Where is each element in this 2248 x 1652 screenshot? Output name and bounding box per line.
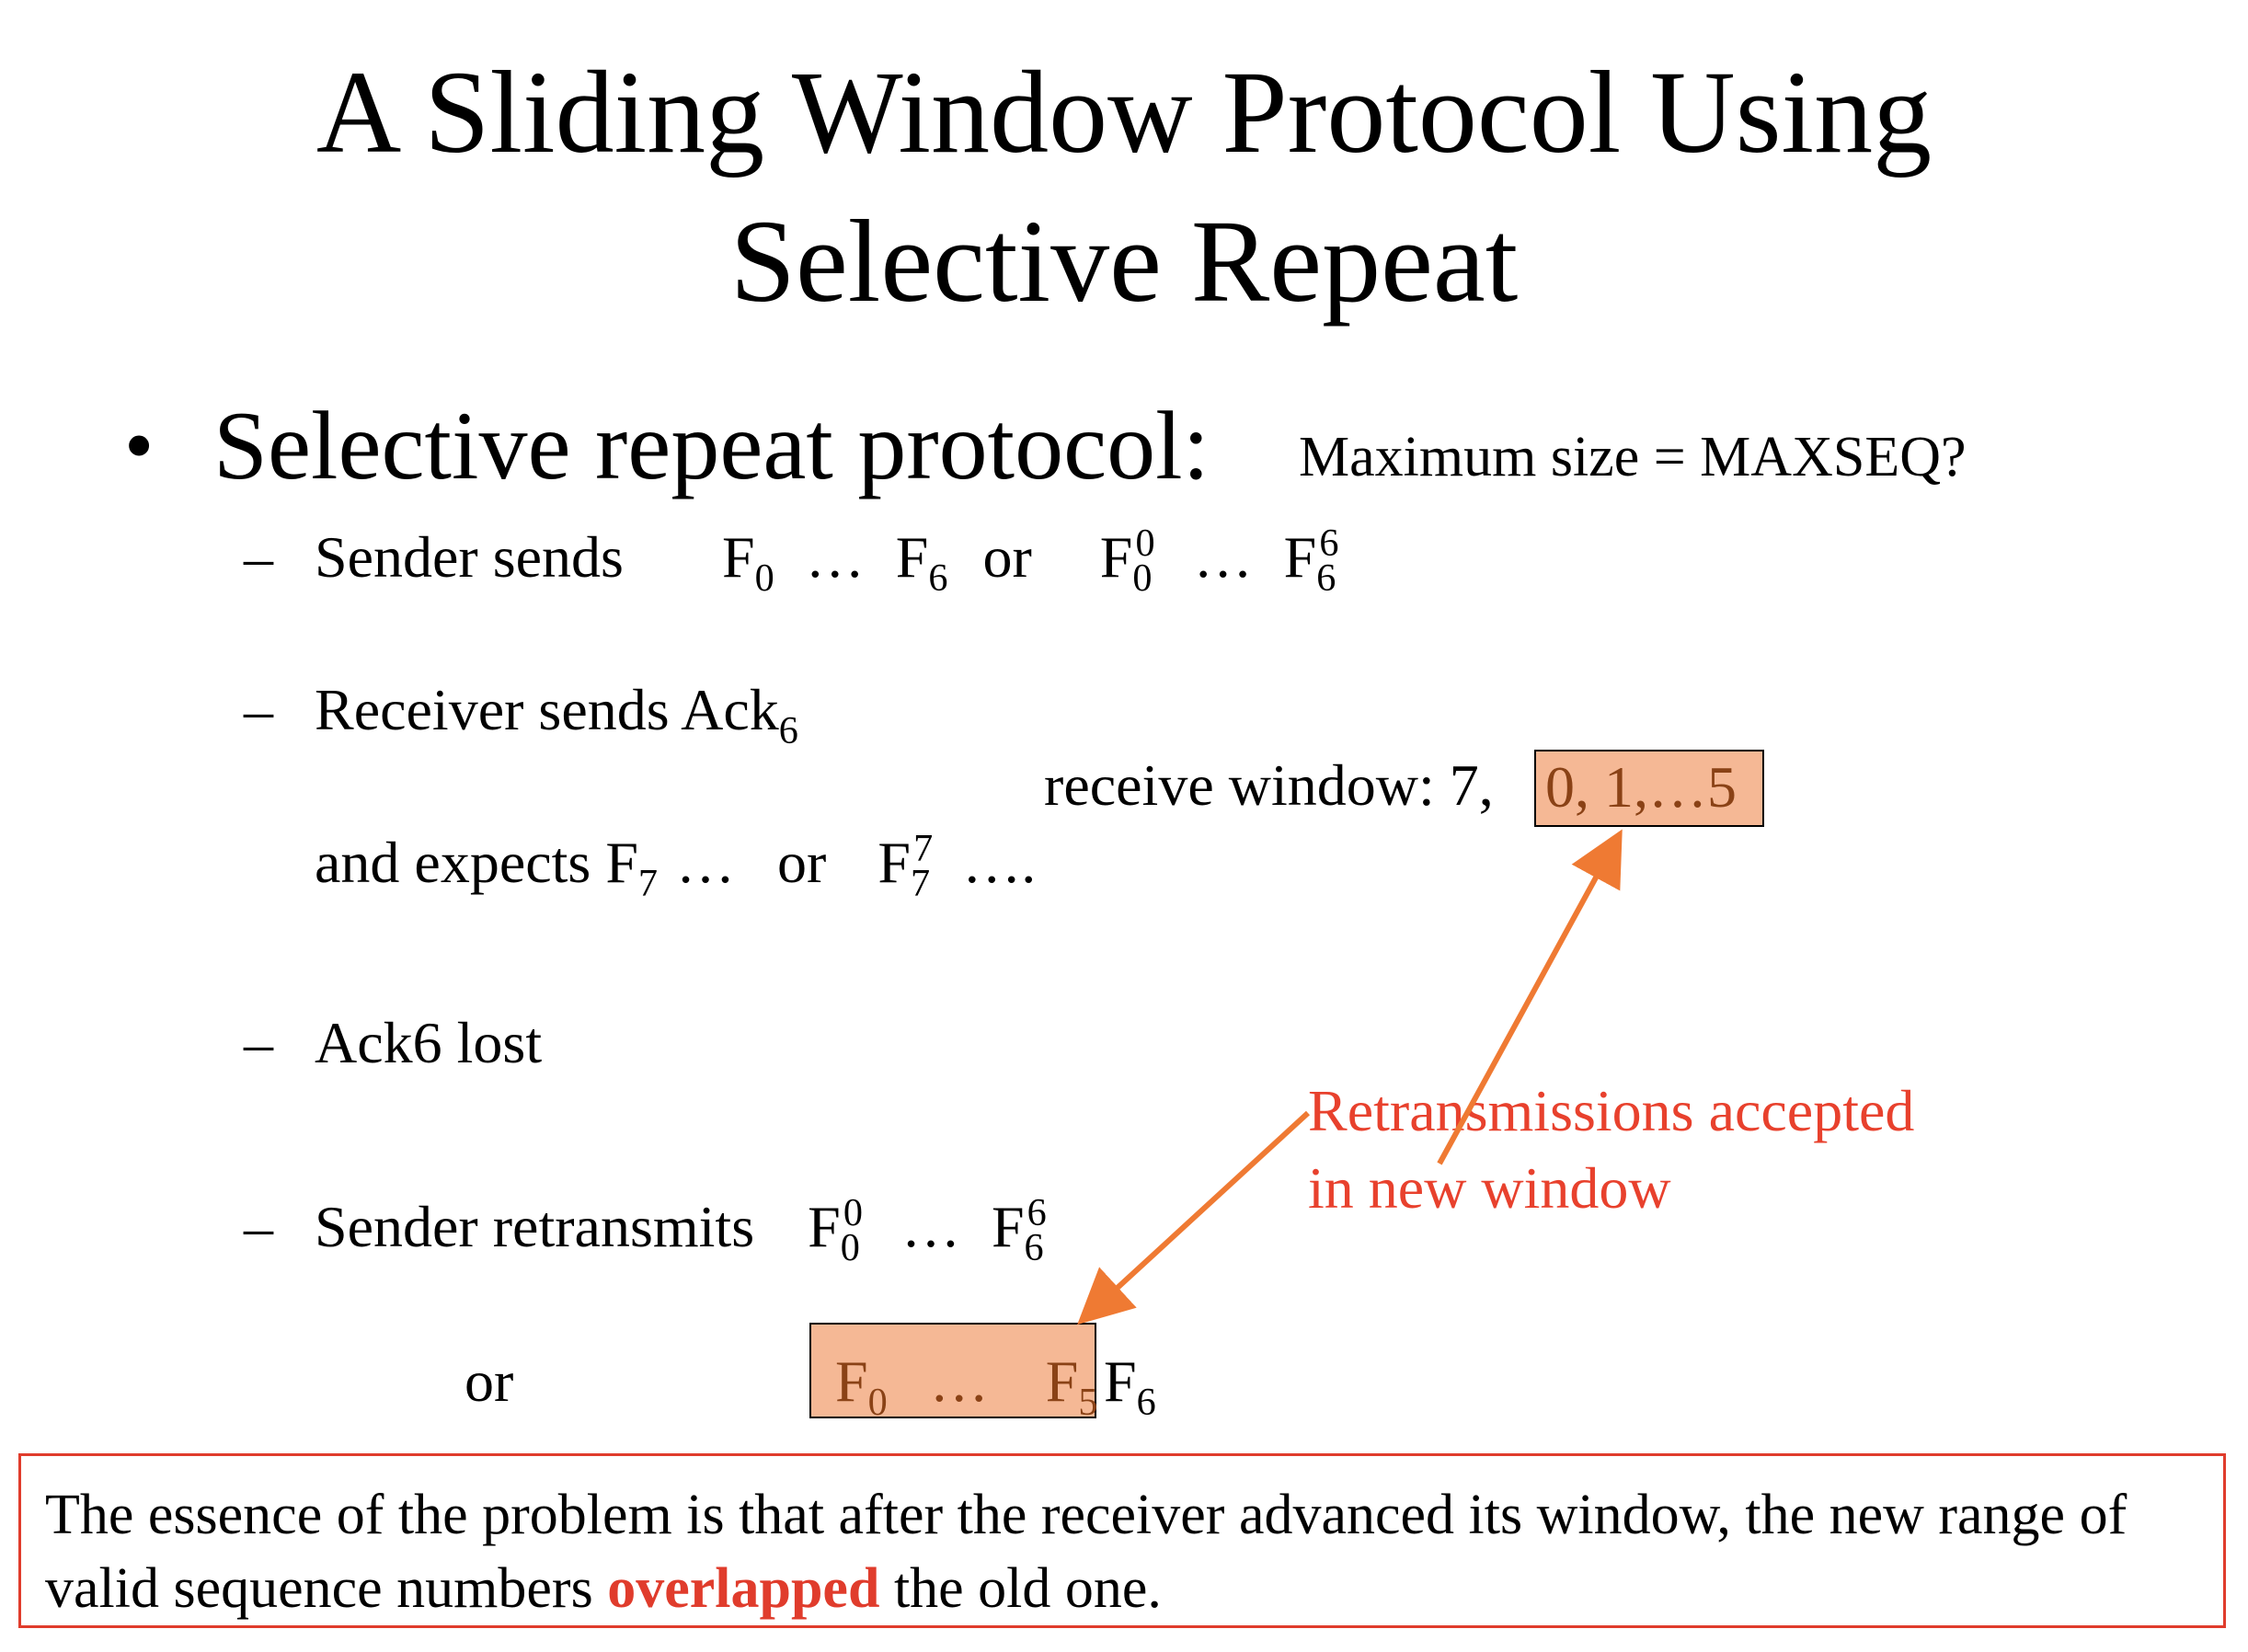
callout-line-2: in new window — [1308, 1155, 1671, 1221]
essence-note: The essence of the problem is that after… — [18, 1453, 2226, 1628]
or-label: or — [465, 1348, 514, 1414]
dash-marker: – — [244, 524, 273, 590]
sender-sends-seq: F0 … F6 or F00 … F66 — [722, 521, 1339, 600]
receive-window-highlight: 0, 1,…5 — [1534, 750, 1764, 827]
slide-title-line-2: Selective Repeat — [729, 196, 1519, 327]
arrow-to-retransmit — [1077, 1110, 1311, 1325]
f6-label: F6 — [1104, 1348, 1156, 1424]
receive-window-label: receive window: 7, — [1044, 752, 1494, 818]
bullet-marker: • — [124, 398, 155, 492]
ack-lost-item: Ack6 lost — [315, 1010, 543, 1075]
retransmits-item: Sender retransmits F00 … F66 — [315, 1190, 1047, 1269]
dash-marker: – — [244, 1010, 273, 1075]
arrow-to-receive-window — [1437, 829, 1623, 1165]
sender-sends-item: Sender sends — [315, 528, 624, 587]
slide-title-line-1: A Sliding Window Protocol Using — [315, 47, 1933, 178]
sender-sends-label: Sender sends — [315, 524, 624, 590]
callout-line-1: Retransmissions accepted — [1308, 1078, 1915, 1143]
bullet-heading: Selective repeat protocol: — [213, 392, 1210, 499]
expects-line: and expects F7 … or F77 …. — [315, 826, 1037, 905]
dash-marker: – — [244, 1194, 273, 1259]
dash-marker: – — [244, 677, 273, 742]
max-size-note: Maximum size = MAXSEQ? — [1299, 426, 1967, 488]
receiver-sends-item: Receiver sends Ack6 — [315, 677, 798, 752]
overlapped-emphasis: overlapped — [607, 1557, 880, 1620]
retransmit-highlight: F0 … F5 — [809, 1323, 1097, 1421]
